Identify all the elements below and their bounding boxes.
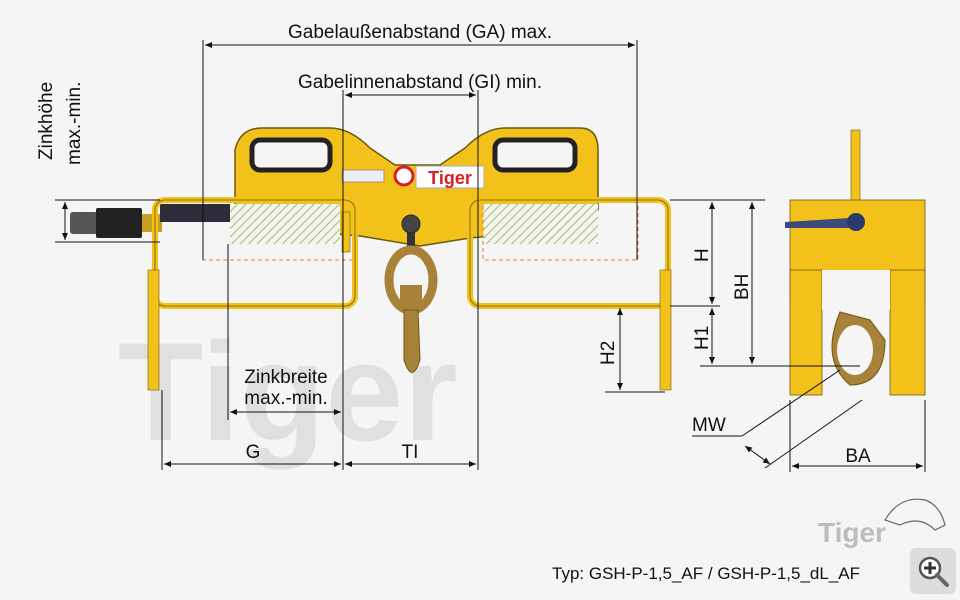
leg-right [659, 269, 672, 391]
side-view [785, 129, 926, 396]
leg-left [147, 269, 160, 391]
fork-tine-left [230, 204, 340, 244]
dim-label-h2: H2 [598, 341, 619, 365]
dim-label-mw: MW [692, 415, 726, 436]
zoom-in-icon [918, 556, 949, 587]
dim-label-bh: BH [732, 274, 753, 300]
dim-label-h1: H1 [692, 326, 713, 350]
nameplate [341, 169, 385, 183]
type-caption: Typ: GSH-P-1,5_AF / GSH-P-1,5_dL_AF [552, 564, 861, 583]
corner-logo: Tiger [818, 517, 886, 548]
dim-label-g: G [246, 442, 261, 463]
dim-label-ba: BA [845, 446, 871, 467]
zoom-button[interactable] [910, 548, 956, 594]
fork-height-adjuster [70, 204, 230, 238]
brand-logo: Tiger [428, 168, 472, 188]
dim-label-zinkhoehe-range: max.-min. [64, 82, 85, 165]
dim-label-zinkbreite: Zinkbreite [244, 367, 327, 388]
fork-tine-right [483, 204, 598, 244]
warning-sign-icon [393, 165, 415, 187]
dimension-lines [55, 40, 926, 472]
dim-label-h: H [692, 248, 713, 262]
dim-label-zinkbreite-range: max.-min. [244, 388, 327, 409]
dim-label-gi: Gabelinnenabstand (GI) min. [298, 72, 542, 93]
watermark-logo: Tiger [118, 313, 458, 470]
dim-label-zinkhoehe: Zinkhöhe [36, 82, 57, 160]
dim-label-ti: TI [402, 442, 419, 463]
dim-label-ga: Gabelaußenabstand (GA) max. [288, 22, 552, 43]
tiger-mascot-icon [884, 498, 946, 531]
swivel-hook [384, 214, 438, 373]
